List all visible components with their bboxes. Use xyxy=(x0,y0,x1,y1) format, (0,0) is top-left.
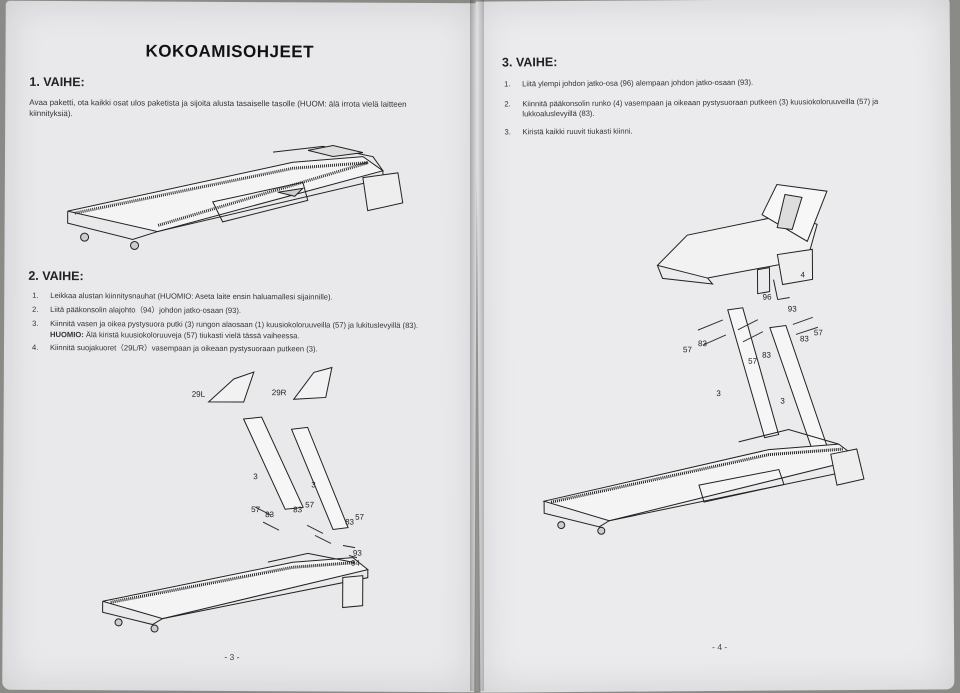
step2-item-1: 1.Leikkaa alustan kiinnitysnauhat (HUOMI… xyxy=(32,290,333,302)
label-57c: 57 xyxy=(814,328,824,337)
step3-item-2: 2.Kiinnitä pääkonsolin runko (4) vasempa… xyxy=(504,96,879,119)
page-number: - 4 - xyxy=(712,641,728,653)
label-3a: 3 xyxy=(716,389,721,398)
step2-heading: 2. VAIHE: xyxy=(28,268,84,284)
left-page: KOKOAMISOHJEET 1. VAIHE: Avaa paketti, o… xyxy=(2,0,478,693)
label-3b: 3 xyxy=(311,480,316,489)
label-94: 94 xyxy=(351,559,360,568)
step3-list: 1.Liitä ylempi johdon jatko-osa (96) ale… xyxy=(476,0,950,137)
step2-item-4: 4.Kiinnitä suojakuoret（29L/R）vasempaan j… xyxy=(31,342,318,354)
right-page: 3. VAIHE: 1.Liitä ylempi johdon jatko-os… xyxy=(475,0,955,693)
label-83b: 83 xyxy=(762,351,772,360)
label-83a: 83 xyxy=(698,339,708,348)
step1-text: Avaa paketti, ota kaikki osat ulos paket… xyxy=(29,97,469,121)
step2-item-3: 3.Kiinnitä vasen ja oikea pystysuora put… xyxy=(32,318,419,330)
label-57b: 57 xyxy=(748,357,758,366)
step3-item-1: 1.Liitä ylempi johdon jatko-osa (96) ale… xyxy=(504,77,754,89)
label-83a: 83 xyxy=(265,510,274,519)
page-number: - 3 - xyxy=(224,651,240,663)
step2-list: 1.Leikkaa alustan kiinnitysnauhat (HUOMI… xyxy=(6,1,478,353)
label-3a: 3 xyxy=(253,472,258,481)
label-3b: 3 xyxy=(780,397,785,406)
step1-text-line1: Avaa paketti, ota kaikki osat ulos paket… xyxy=(29,97,407,109)
label-57b: 57 xyxy=(305,500,314,509)
label-83b: 83 xyxy=(293,505,302,514)
step2-note: HUOMIO: Älä kiristä kuusiokoloruuveja (5… xyxy=(50,330,300,341)
label-93: 93 xyxy=(353,549,362,558)
label-57a: 57 xyxy=(251,505,260,514)
label-29l: 29L xyxy=(192,390,206,399)
step2-item-2: 2.Liitä pääkonsolin alajohto（94）johdon j… xyxy=(32,304,242,316)
step1-text-line2: kiinnityksiä). xyxy=(29,108,73,119)
step2-assembly-diagram: 29L 29R 3 3 57 83 83 57 83 57 93 94 xyxy=(102,366,369,633)
step3-item-3: 3.Kiristä kaikki ruuvit tiukasti kiinni. xyxy=(504,126,633,137)
label-57c: 57 xyxy=(355,513,364,522)
label-29r: 29R xyxy=(272,388,287,397)
label-93: 93 xyxy=(788,304,798,313)
step3-assembly-diagram: 4 96 93 57 83 57 83 57 83 3 3 xyxy=(542,184,865,535)
step1-treadmill-illustration xyxy=(67,144,404,250)
step3-heading: 3. VAIHE: xyxy=(501,55,558,70)
label-4: 4 xyxy=(800,270,805,279)
step1-heading: 1. VAIHE: xyxy=(29,74,85,90)
page-title: KOKOAMISOHJEET xyxy=(145,41,315,62)
label-57a: 57 xyxy=(683,345,693,354)
label-83c: 83 xyxy=(800,334,810,343)
label-96: 96 xyxy=(763,293,773,302)
label-83c: 83 xyxy=(345,518,354,527)
book-spine-fold xyxy=(470,0,484,691)
